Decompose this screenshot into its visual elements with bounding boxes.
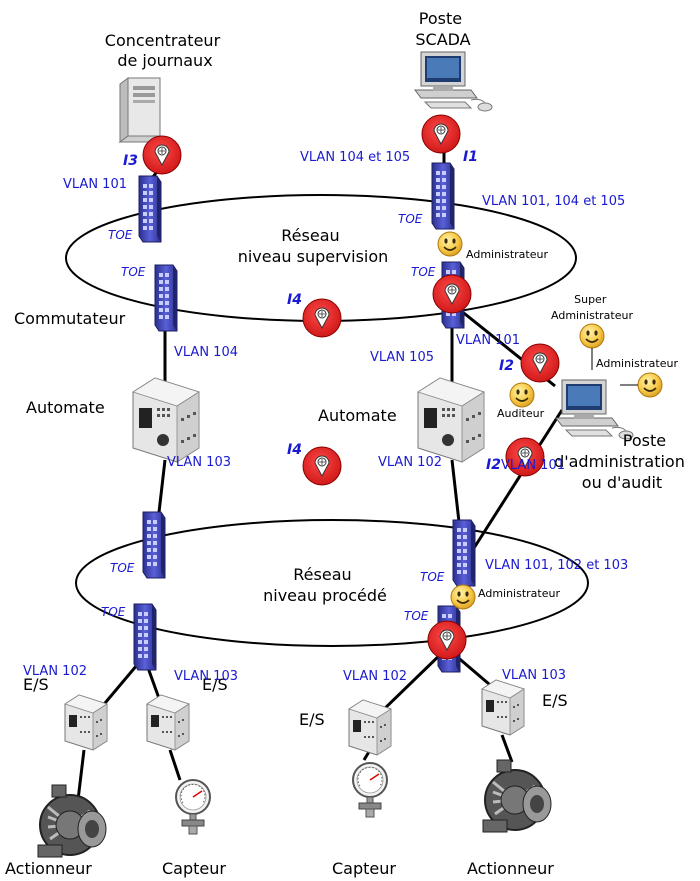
interface-i4-top-label: I4 [287, 292, 302, 308]
scada-switch-icon [431, 162, 455, 230]
super-admin-role-label: Super Administrateur [551, 293, 633, 322]
probe-i4-top-icon [302, 298, 342, 338]
toe-label-6: TOE [420, 570, 445, 584]
process-switch-right-icon [452, 519, 476, 587]
auditor-role-label: Auditeur [497, 407, 545, 420]
plc-left-icon [132, 377, 200, 463]
plc-left-label: Automate [26, 398, 105, 417]
log-concentrator-label: Concentrateur de journaux [105, 31, 225, 70]
admin-station-label: Poste d'administration ou d'audit [554, 431, 690, 492]
vlan-io1-label: VLAN 102 [23, 664, 87, 679]
vlan-commutateur-label: VLAN 104 [174, 345, 238, 360]
admin-station-role-label: Administrateur [596, 357, 678, 370]
vlan-io4-label: VLAN 103 [502, 668, 566, 683]
super-admin-smiley-icon [579, 323, 605, 349]
interface-i2-bottom-label: I2 [486, 457, 501, 473]
admin-workstation-icon [555, 379, 634, 440]
actuator-left-icon [36, 783, 108, 859]
process-switch-field-left-icon [133, 603, 157, 671]
supervision-switch-left-icon [154, 264, 178, 332]
admin-process-smiley-icon [450, 584, 476, 610]
probe-i2-top-icon [520, 343, 560, 383]
actuator-left-label: Actionneur [5, 859, 92, 878]
vlan-plc-right-down-label: VLAN 102 [378, 455, 442, 470]
vlan-process-switch-label: VLAN 101, 102 et 103 [485, 558, 628, 573]
admin-process-role-label: Administrateur [478, 587, 560, 600]
probe-i3-icon [142, 135, 182, 175]
interface-i3-label: I3 [123, 153, 138, 169]
process-network-label: Réseau niveau procédé [263, 565, 387, 605]
process-network-ring [75, 519, 589, 647]
admin-supervision-role-label: Administrateur [466, 248, 548, 261]
scada-label: Poste SCADA [415, 9, 470, 49]
io-module-3-icon [348, 699, 392, 756]
auditor-smiley-icon [509, 382, 535, 408]
io-module-1-icon [64, 694, 108, 751]
sensor-left-label: Capteur [162, 859, 226, 878]
switch-label: Commutateur [14, 309, 126, 328]
probe-supervision-right-icon [432, 274, 472, 314]
scada-workstation-icon [414, 51, 493, 112]
vlan-plc-right-label: VLAN 105 [370, 350, 434, 365]
sensor-left-gauge-icon [175, 779, 211, 835]
vlan-io3-label: VLAN 102 [343, 669, 407, 684]
vlan-scada-label: VLAN 104 et 105 [300, 150, 410, 165]
toe-label-2: TOE [398, 212, 423, 226]
io-2-label: E/S [202, 675, 228, 694]
probe-i1-icon [421, 114, 461, 154]
probe-process-field-icon [427, 620, 467, 660]
vlan-admin-up-label: VLAN 101 [456, 333, 520, 348]
actuator-right-icon [481, 758, 553, 834]
toe-label-4: TOE [411, 265, 436, 279]
supervision-network-label: Réseau niveau supervision [238, 226, 389, 266]
vlan-supervision-switch-label: VLAN 101, 104 et 105 [482, 194, 625, 209]
vlan-plc-left-down-label: VLAN 103 [167, 455, 231, 470]
io-module-2-icon [146, 694, 190, 751]
actuator-right-label: Actionneur [467, 859, 554, 878]
sensor-right-gauge-icon [352, 762, 388, 818]
interface-i1-label: I1 [463, 149, 478, 165]
interface-i4-bottom-label: I4 [287, 442, 302, 458]
vlan-admin-down-label: VLAN 101 [501, 458, 565, 473]
concentrator-switch-icon [138, 175, 162, 243]
sensor-right-label: Capteur [332, 859, 396, 878]
io-4-label: E/S [542, 691, 568, 710]
plc-right-icon [417, 377, 485, 463]
process-switch-left-icon [142, 511, 166, 579]
io-module-4-icon [481, 679, 525, 736]
admin-supervision-smiley-icon [437, 231, 463, 257]
toe-label-3: TOE [121, 265, 146, 279]
io-3-label: E/S [299, 710, 325, 729]
vlan-concentrator-label: VLAN 101 [63, 177, 127, 192]
admin-station-smiley-icon [637, 372, 663, 398]
io-1-label: E/S [23, 675, 49, 694]
probe-i4-bottom-icon [302, 446, 342, 486]
toe-label-7: TOE [101, 605, 126, 619]
interface-i2-top-label: I2 [499, 358, 514, 374]
log-concentrator-server-icon [119, 77, 161, 143]
toe-label-5: TOE [110, 561, 135, 575]
toe-label-8: TOE [404, 609, 429, 623]
toe-label-1: TOE [108, 228, 133, 242]
plc-right-label: Automate [318, 406, 397, 425]
vlan-io2-label: VLAN 103 [174, 669, 238, 684]
